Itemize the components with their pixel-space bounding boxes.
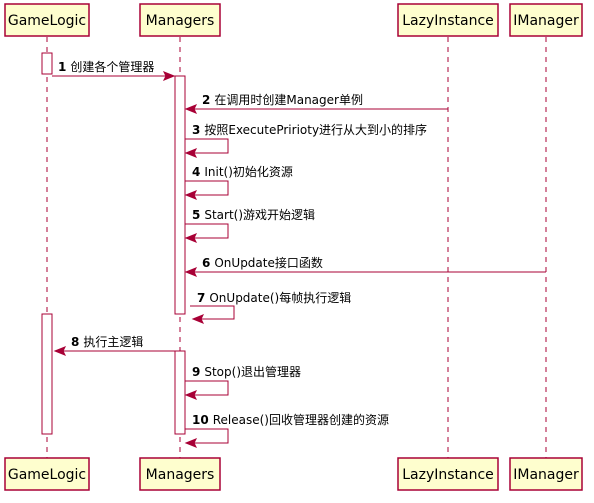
arrow-head-icon xyxy=(184,267,198,277)
participant-label: LazyInstance xyxy=(402,13,494,29)
arrow-head-icon xyxy=(184,148,198,158)
activation-managers-1 xyxy=(174,75,186,315)
arrow-head-icon xyxy=(53,346,67,356)
participant-imanager-bottom: IManager xyxy=(509,457,583,491)
participant-label: Managers xyxy=(146,467,215,483)
participant-gamelogic-bottom: GameLogic xyxy=(4,457,90,491)
arrow-head-icon xyxy=(184,390,198,400)
participant-gamelogic-top: GameLogic xyxy=(4,3,90,37)
participant-managers-top: Managers xyxy=(139,3,221,37)
activation-managers-2 xyxy=(174,350,186,435)
participant-label: IManager xyxy=(513,13,579,29)
arrow-head-icon xyxy=(184,233,198,243)
participant-imanager-top: IManager xyxy=(509,3,583,37)
arrow-head-icon xyxy=(191,314,205,324)
participant-label: GameLogic xyxy=(8,467,86,483)
participant-label: LazyInstance xyxy=(402,467,494,483)
participant-label: GameLogic xyxy=(8,13,86,29)
participant-lazyinstance-bottom: LazyInstance xyxy=(397,457,499,491)
participant-managers-bottom: Managers xyxy=(139,457,221,491)
arrow-head-icon xyxy=(184,438,198,448)
arrow-head-icon xyxy=(162,71,176,81)
arrow-head-icon xyxy=(184,190,198,200)
participant-lazyinstance-top: LazyInstance xyxy=(397,3,499,37)
participant-label: IManager xyxy=(513,467,579,483)
activation-gamelogic-1 xyxy=(41,52,53,75)
participant-label: Managers xyxy=(146,13,215,29)
arrow-head-icon xyxy=(184,104,198,114)
activation-gamelogic-2 xyxy=(41,313,53,435)
